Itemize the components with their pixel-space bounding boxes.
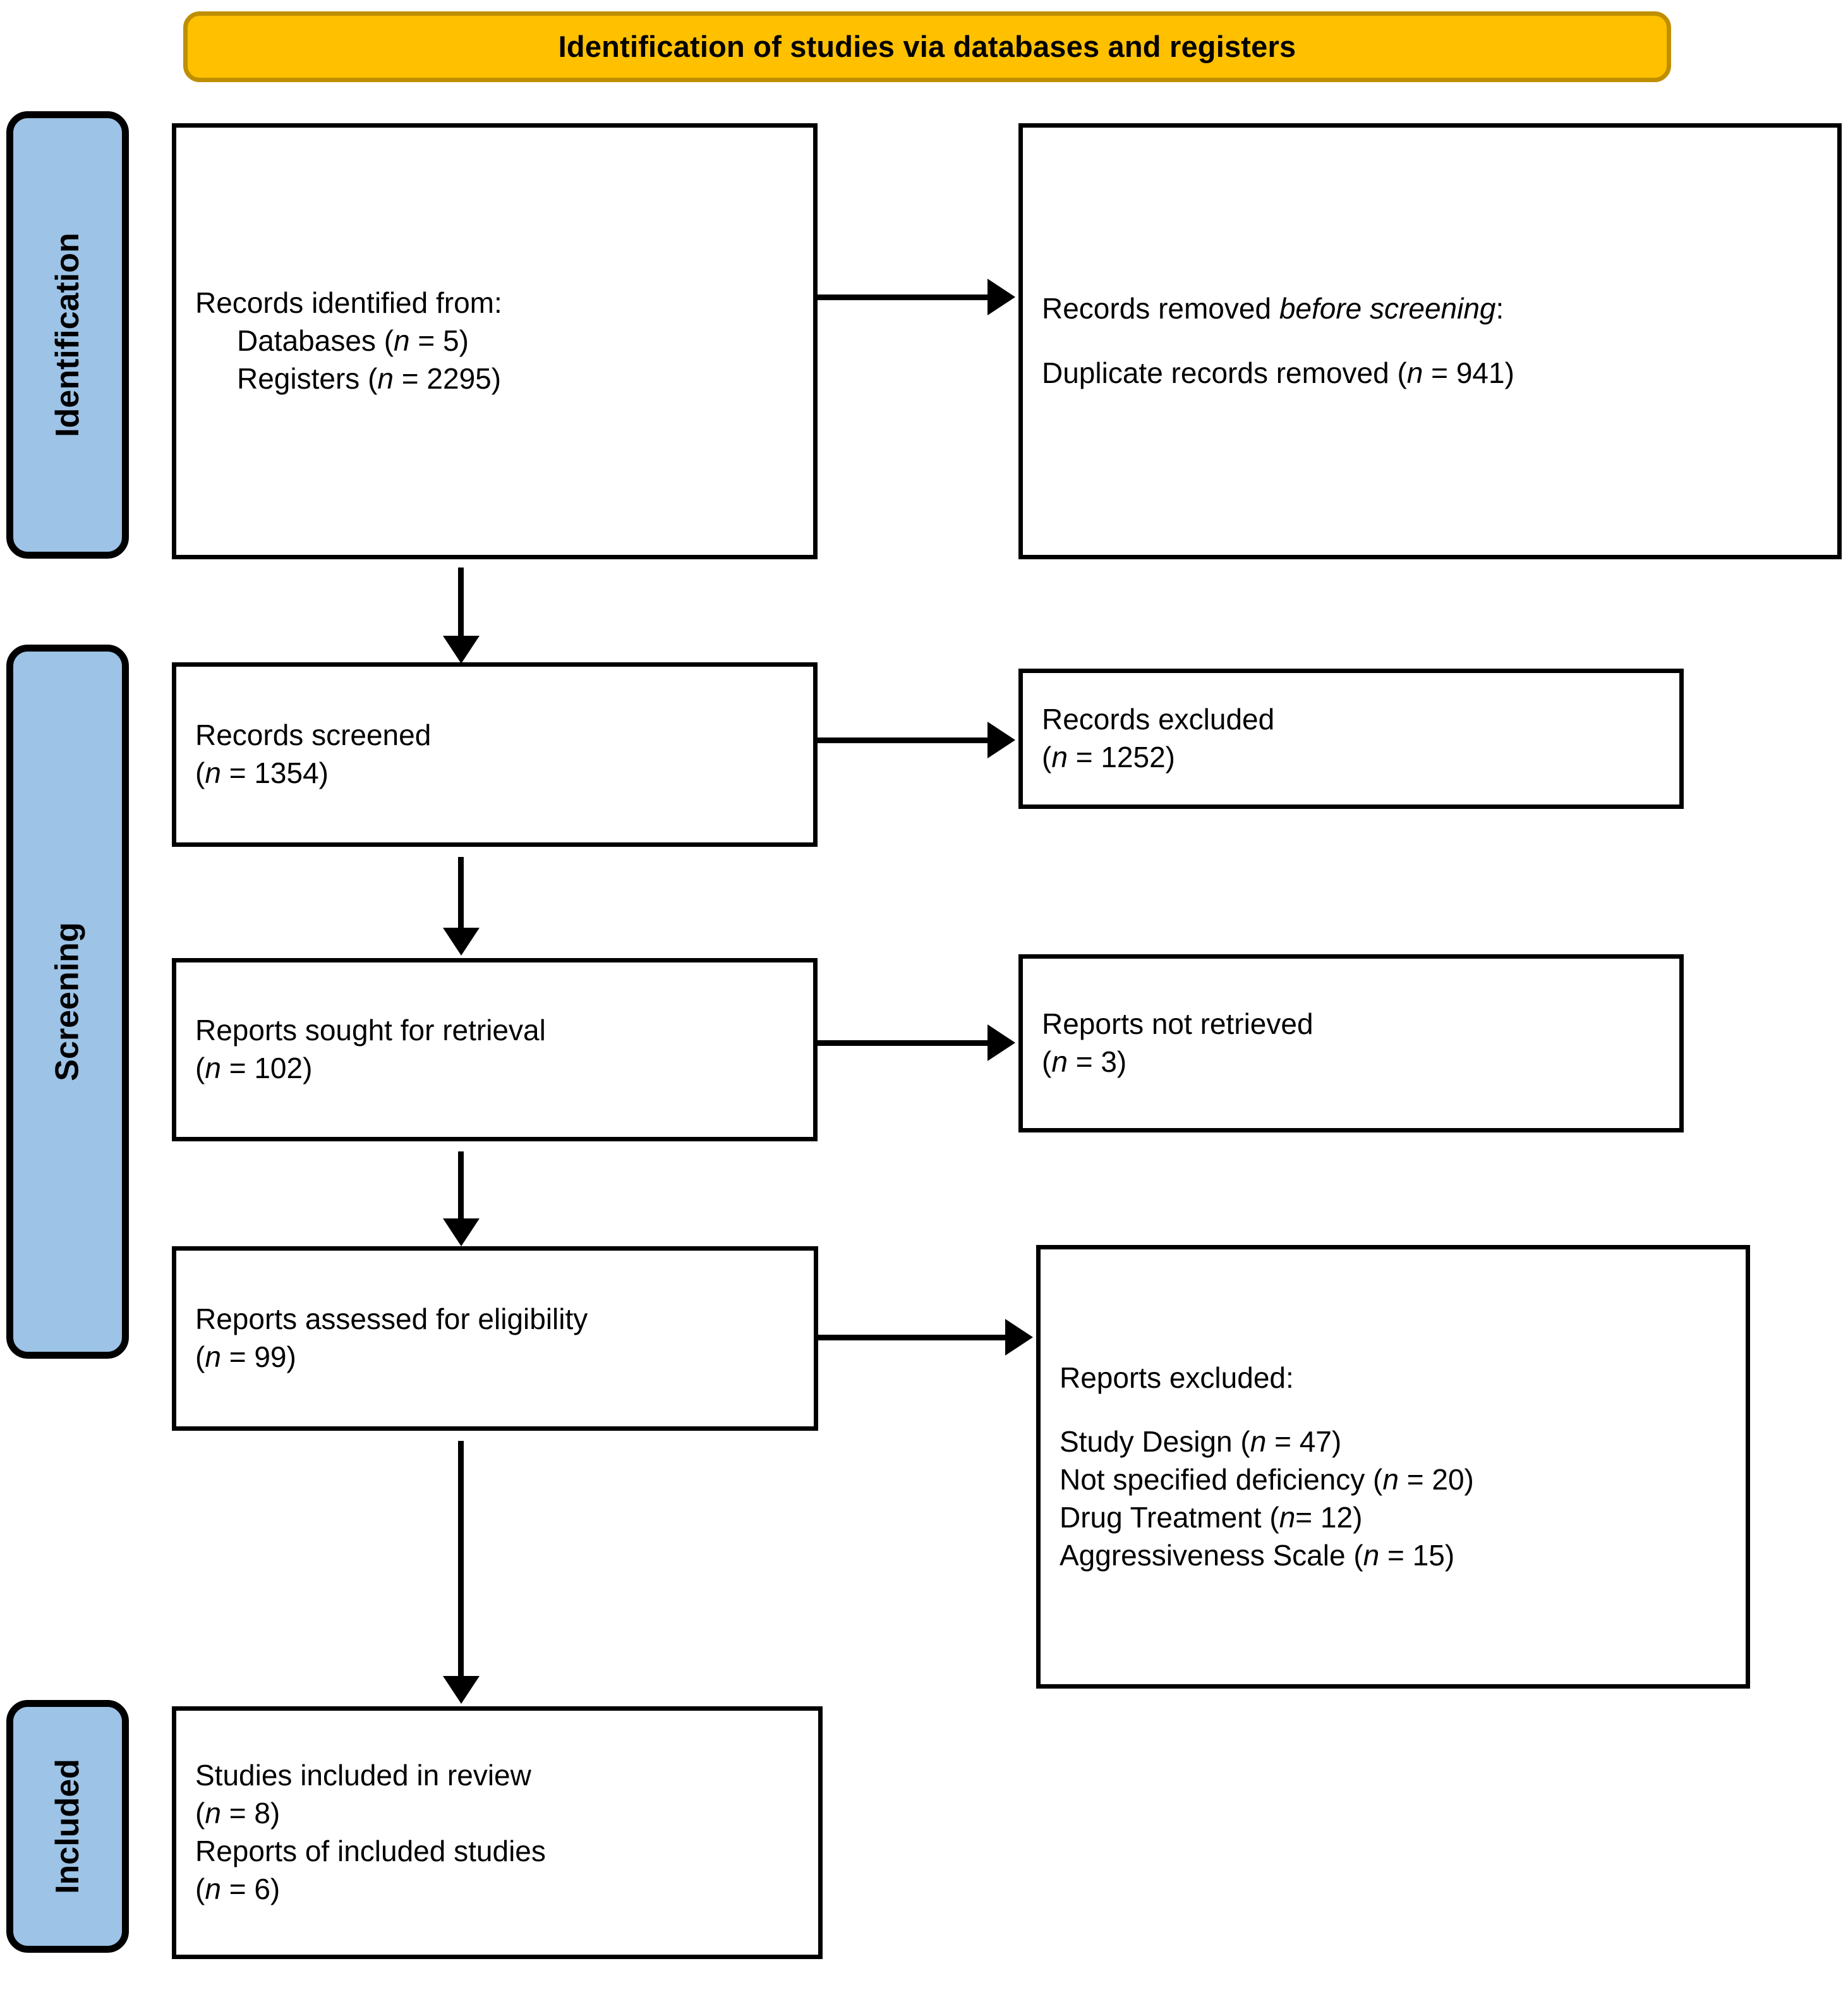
connector-screened-to-sought-line [458,857,464,930]
reports-included-label: Reports of included studies [195,1835,546,1867]
page-title: Identification of studies via databases … [558,30,1296,64]
box-records-removed: Records removed before screening: Duplic… [1018,123,1842,559]
box-studies-included: Studies included in review (n = 8) Repor… [172,1706,823,1959]
exclusion-reason-study-design: Study Design (n = 47) [1060,1425,1342,1459]
records-screened-label: Records screened [195,719,432,752]
connector-identified-to-removed-line [818,294,989,300]
connector-assessed-to-reports-excluded-line [818,1335,1007,1340]
box-records-identified: Records identified from: Databases (n = … [172,123,818,559]
arrow-down-icon [443,1676,480,1704]
records-identified-registers: Registers (n = 2295) [237,361,502,395]
box-reports-assessed: Reports assessed for eligibility (n = 99… [172,1246,818,1431]
connector-assessed-to-included-line [458,1441,464,1678]
records-excluded-label: Records excluded [1042,703,1275,736]
records-identified-databases: Databases (n = 5) [237,324,469,358]
records-identified-line-1: Records identified from: [195,286,502,320]
stage-label-identification: Identification [6,111,129,559]
stage-label-included-text: Included [49,1759,87,1894]
duplicate-records-removed: Duplicate records removed (n = 941) [1042,356,1514,389]
arrow-down-icon [443,636,480,664]
exclusion-reason-aggressiveness-scale: Aggressiveness Scale (n = 15) [1060,1538,1455,1572]
records-excluded-count: (n = 1252) [1042,741,1175,774]
stage-label-screening: Screening [6,645,129,1359]
stage-label-identification-text: Identification [49,233,86,437]
stage-label-included: Included [6,1700,129,1953]
header-banner: Identification of studies via databases … [183,11,1671,82]
arrow-right-icon [1005,1319,1033,1356]
arrow-right-icon [987,722,1015,758]
box-reports-not-retrieved: Reports not retrieved (n = 3) [1018,954,1684,1132]
box-reports-sought: Reports sought for retrieval (n = 102) [172,958,818,1141]
reports-not-retrieved-label: Reports not retrieved [1042,1007,1314,1041]
reports-sought-label: Reports sought for retrieval [195,1014,546,1047]
arrow-right-icon [987,1024,1015,1061]
arrow-down-icon [443,928,480,956]
reports-included-count: (n = 6) [195,1872,281,1905]
studies-included-label: Studies included in review [195,1759,531,1792]
connector-identified-to-screened-line [458,568,464,638]
spacer [1041,1397,1746,1423]
reports-excluded-heading: Reports excluded: [1060,1361,1294,1394]
connector-sought-to-not-retrieved-line [818,1040,989,1046]
box-records-screened: Records screened (n = 1354) [172,662,818,847]
reports-assessed-count: (n = 99) [195,1340,296,1373]
exclusion-reason-drug-treatment: Drug Treatment (n= 12) [1060,1500,1363,1534]
arrow-right-icon [987,279,1015,315]
exclusion-reason-not-specified-deficiency: Not specified deficiency (n = 20) [1060,1463,1474,1496]
stage-label-screening-text: Screening [49,922,87,1081]
arrow-down-icon [443,1218,480,1246]
spacer [1023,328,1837,355]
connector-sought-to-assessed-line [458,1151,464,1221]
box-reports-excluded-reasons: Reports excluded: Study Design (n = 47) … [1036,1245,1750,1689]
records-screened-count: (n = 1354) [195,756,329,789]
reports-not-retrieved-count: (n = 3) [1042,1045,1127,1078]
box-records-excluded: Records excluded (n = 1252) [1018,669,1684,809]
studies-included-count: (n = 8) [195,1797,281,1830]
records-removed-heading: Records removed before screening: [1042,292,1504,325]
reports-sought-count: (n = 102) [195,1052,313,1084]
reports-assessed-label: Reports assessed for eligibility [195,1302,588,1336]
connector-screened-to-excluded-line [818,737,989,743]
